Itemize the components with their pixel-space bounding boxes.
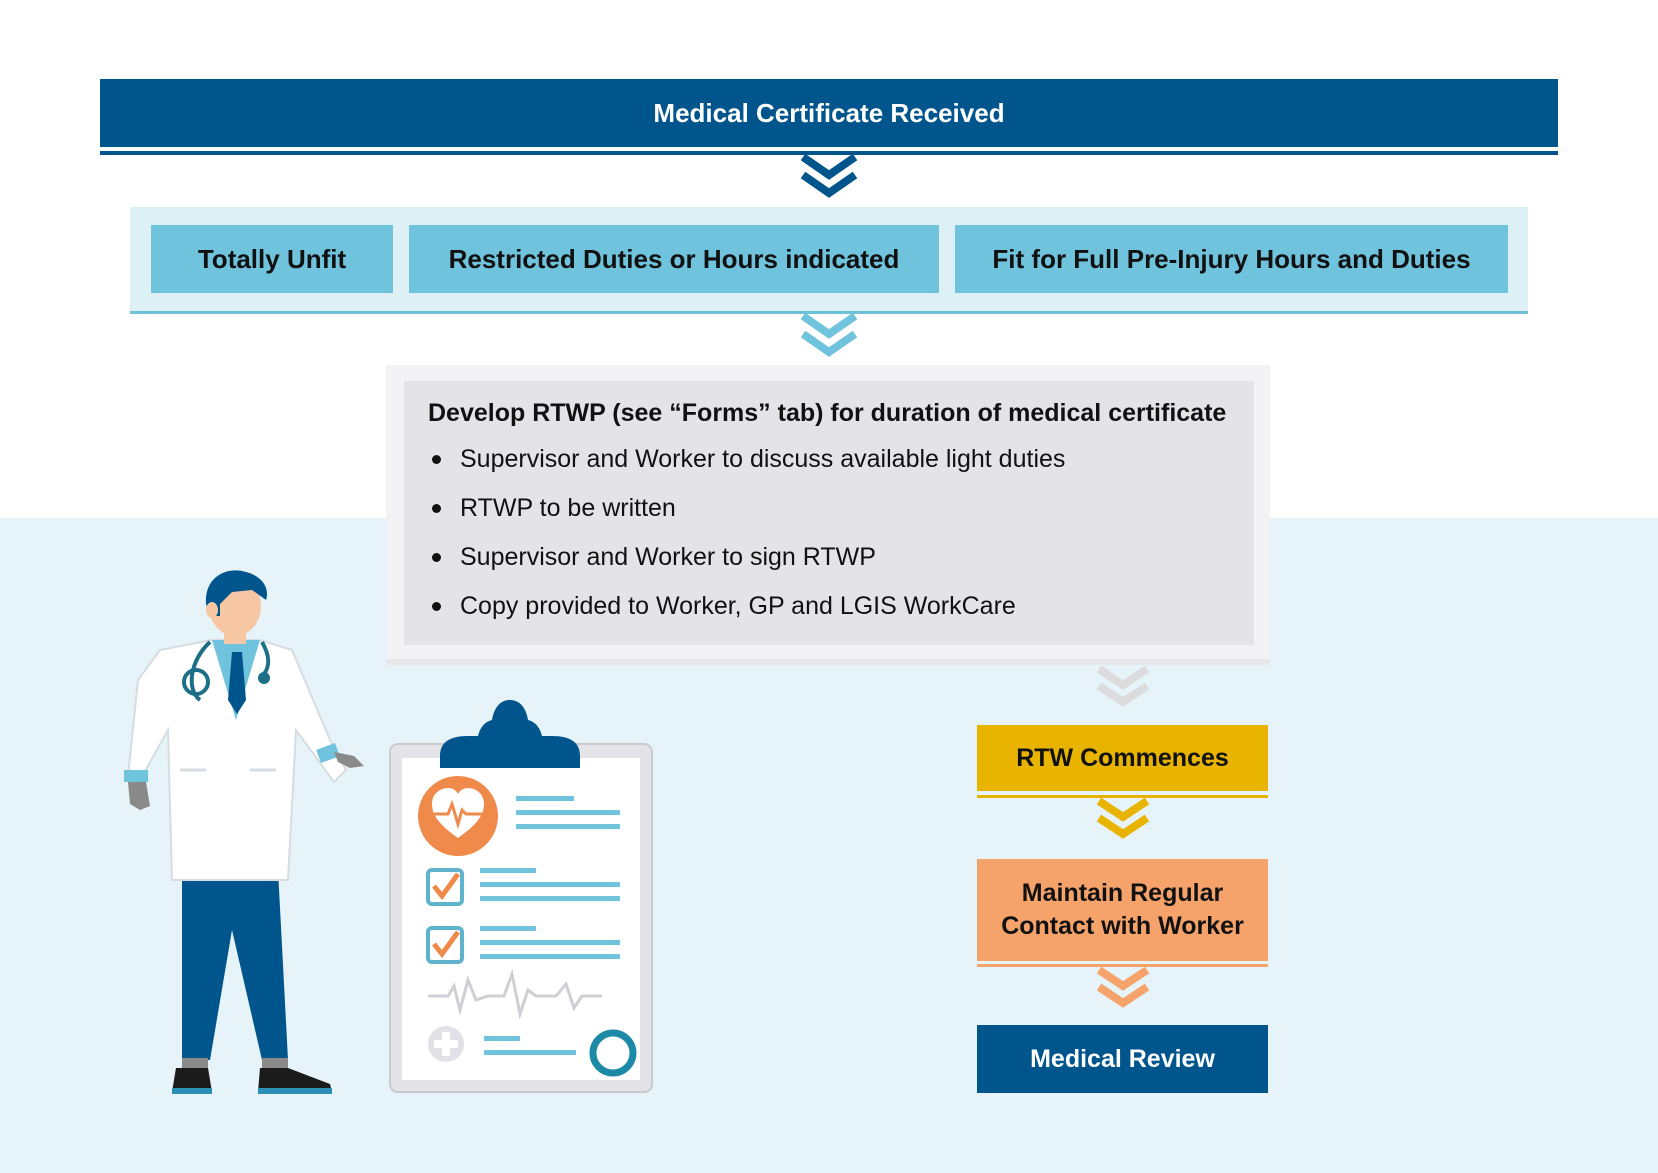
- stethoscope-icon: [589, 1029, 637, 1077]
- option-fit-for-full-duties: Fit for Full Pre-Injury Hours and Duties: [955, 225, 1508, 293]
- maintain-contact-label-line2: Contact with Worker: [1001, 912, 1244, 940]
- chevron-down-icon: [1096, 665, 1150, 707]
- chevron-down-icon: [800, 312, 858, 357]
- option-fit-for-full-duties-label: Fit for Full Pre-Injury Hours and Duties: [992, 243, 1471, 274]
- option-totally-unfit: Totally Unfit: [151, 225, 393, 293]
- list-item: Copy provided to Worker, GP and LGIS Wor…: [428, 591, 1230, 640]
- rtw-commences-underline: [977, 795, 1268, 798]
- rtw-commences-box: RTW Commences: [977, 725, 1268, 791]
- options-panel-underline: [130, 311, 1528, 314]
- doctor-illustration: [124, 570, 364, 1094]
- list-item: Supervisor and Worker to sign RTWP: [428, 542, 1230, 591]
- chevron-down-icon: [1096, 797, 1150, 839]
- rtwp-box-shadow: [386, 659, 1270, 665]
- medical-review-box: Medical Review: [977, 1025, 1268, 1093]
- chevron-down-icon: [1096, 966, 1150, 1008]
- rtw-commences-label: RTW Commences: [1016, 743, 1229, 772]
- rtwp-title: Develop RTWP (see “Forms” tab) for durat…: [428, 399, 1227, 427]
- option-totally-unfit-label: Totally Unfit: [197, 243, 347, 274]
- medical-certificate-received-label: Medical Certificate Received: [653, 97, 1005, 128]
- maintain-contact-box: Maintain Regular Contact with Worker: [977, 859, 1268, 961]
- clipboard-illustration: [389, 700, 653, 1093]
- list-item: RTWP to be written: [428, 493, 1230, 542]
- maintain-contact-label-line1: Maintain Regular: [1021, 879, 1224, 907]
- chevron-down-icon: [800, 153, 858, 198]
- develop-rtwp-box: Develop RTWP (see “Forms” tab) for durat…: [404, 381, 1254, 645]
- medical-review-label: Medical Review: [1030, 1044, 1215, 1073]
- maintain-contact-underline: [977, 964, 1268, 967]
- list-item: Supervisor and Worker to discuss availab…: [428, 444, 1230, 493]
- option-restricted-duties-label: Restricted Duties or Hours indicated: [448, 243, 900, 274]
- top-bar-underline: [100, 151, 1558, 155]
- rtwp-list: Supervisor and Worker to discuss availab…: [428, 444, 1230, 640]
- medical-certificate-received-box: Medical Certificate Received: [100, 79, 1558, 147]
- option-restricted-duties: Restricted Duties or Hours indicated: [409, 225, 939, 293]
